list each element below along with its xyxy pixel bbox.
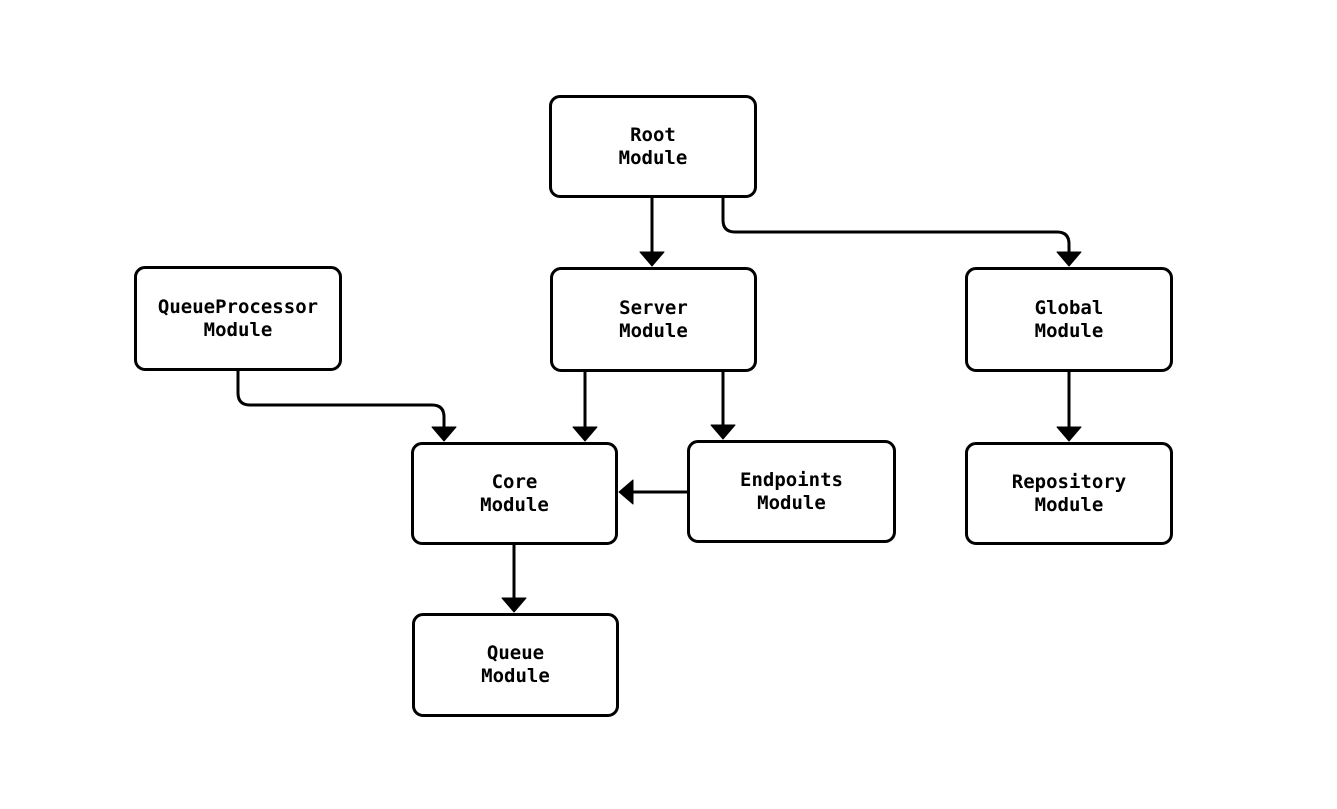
node-endpoints-module-label: Endpoints Module xyxy=(740,468,843,514)
node-server-module-label: Server Module xyxy=(619,296,688,342)
node-root-module: Root Module xyxy=(549,95,757,198)
node-root-module-label: Root Module xyxy=(618,123,688,169)
edge-queueprocessor-core xyxy=(236,371,457,442)
node-queueprocessor-module-label: QueueProcessor Module xyxy=(157,295,319,341)
edge-endpoints-core xyxy=(618,479,687,505)
node-server-module: Server Module xyxy=(550,267,757,372)
node-global-module: Global Module xyxy=(965,267,1173,372)
node-queue-module: Queue Module xyxy=(412,613,619,717)
edge-root-server xyxy=(639,198,665,267)
node-core-module: Core Module xyxy=(411,442,618,545)
node-endpoints-module: Endpoints Module xyxy=(687,440,896,543)
edge-root-global xyxy=(721,198,1082,267)
node-queue-module-label: Queue Module xyxy=(481,642,550,687)
node-repository-module: Repository Module xyxy=(965,442,1173,545)
edge-core-queue xyxy=(501,545,527,613)
edge-server-endpoints xyxy=(710,372,736,440)
node-global-module-label: Global Module xyxy=(1034,296,1104,342)
node-repository-module-label: Repository Module xyxy=(1011,470,1127,516)
node-queueprocessor-module: QueueProcessor Module xyxy=(134,266,342,371)
node-core-module-label: Core Module xyxy=(480,470,549,516)
edge-server-core xyxy=(572,372,598,442)
edge-global-repository xyxy=(1056,372,1082,442)
